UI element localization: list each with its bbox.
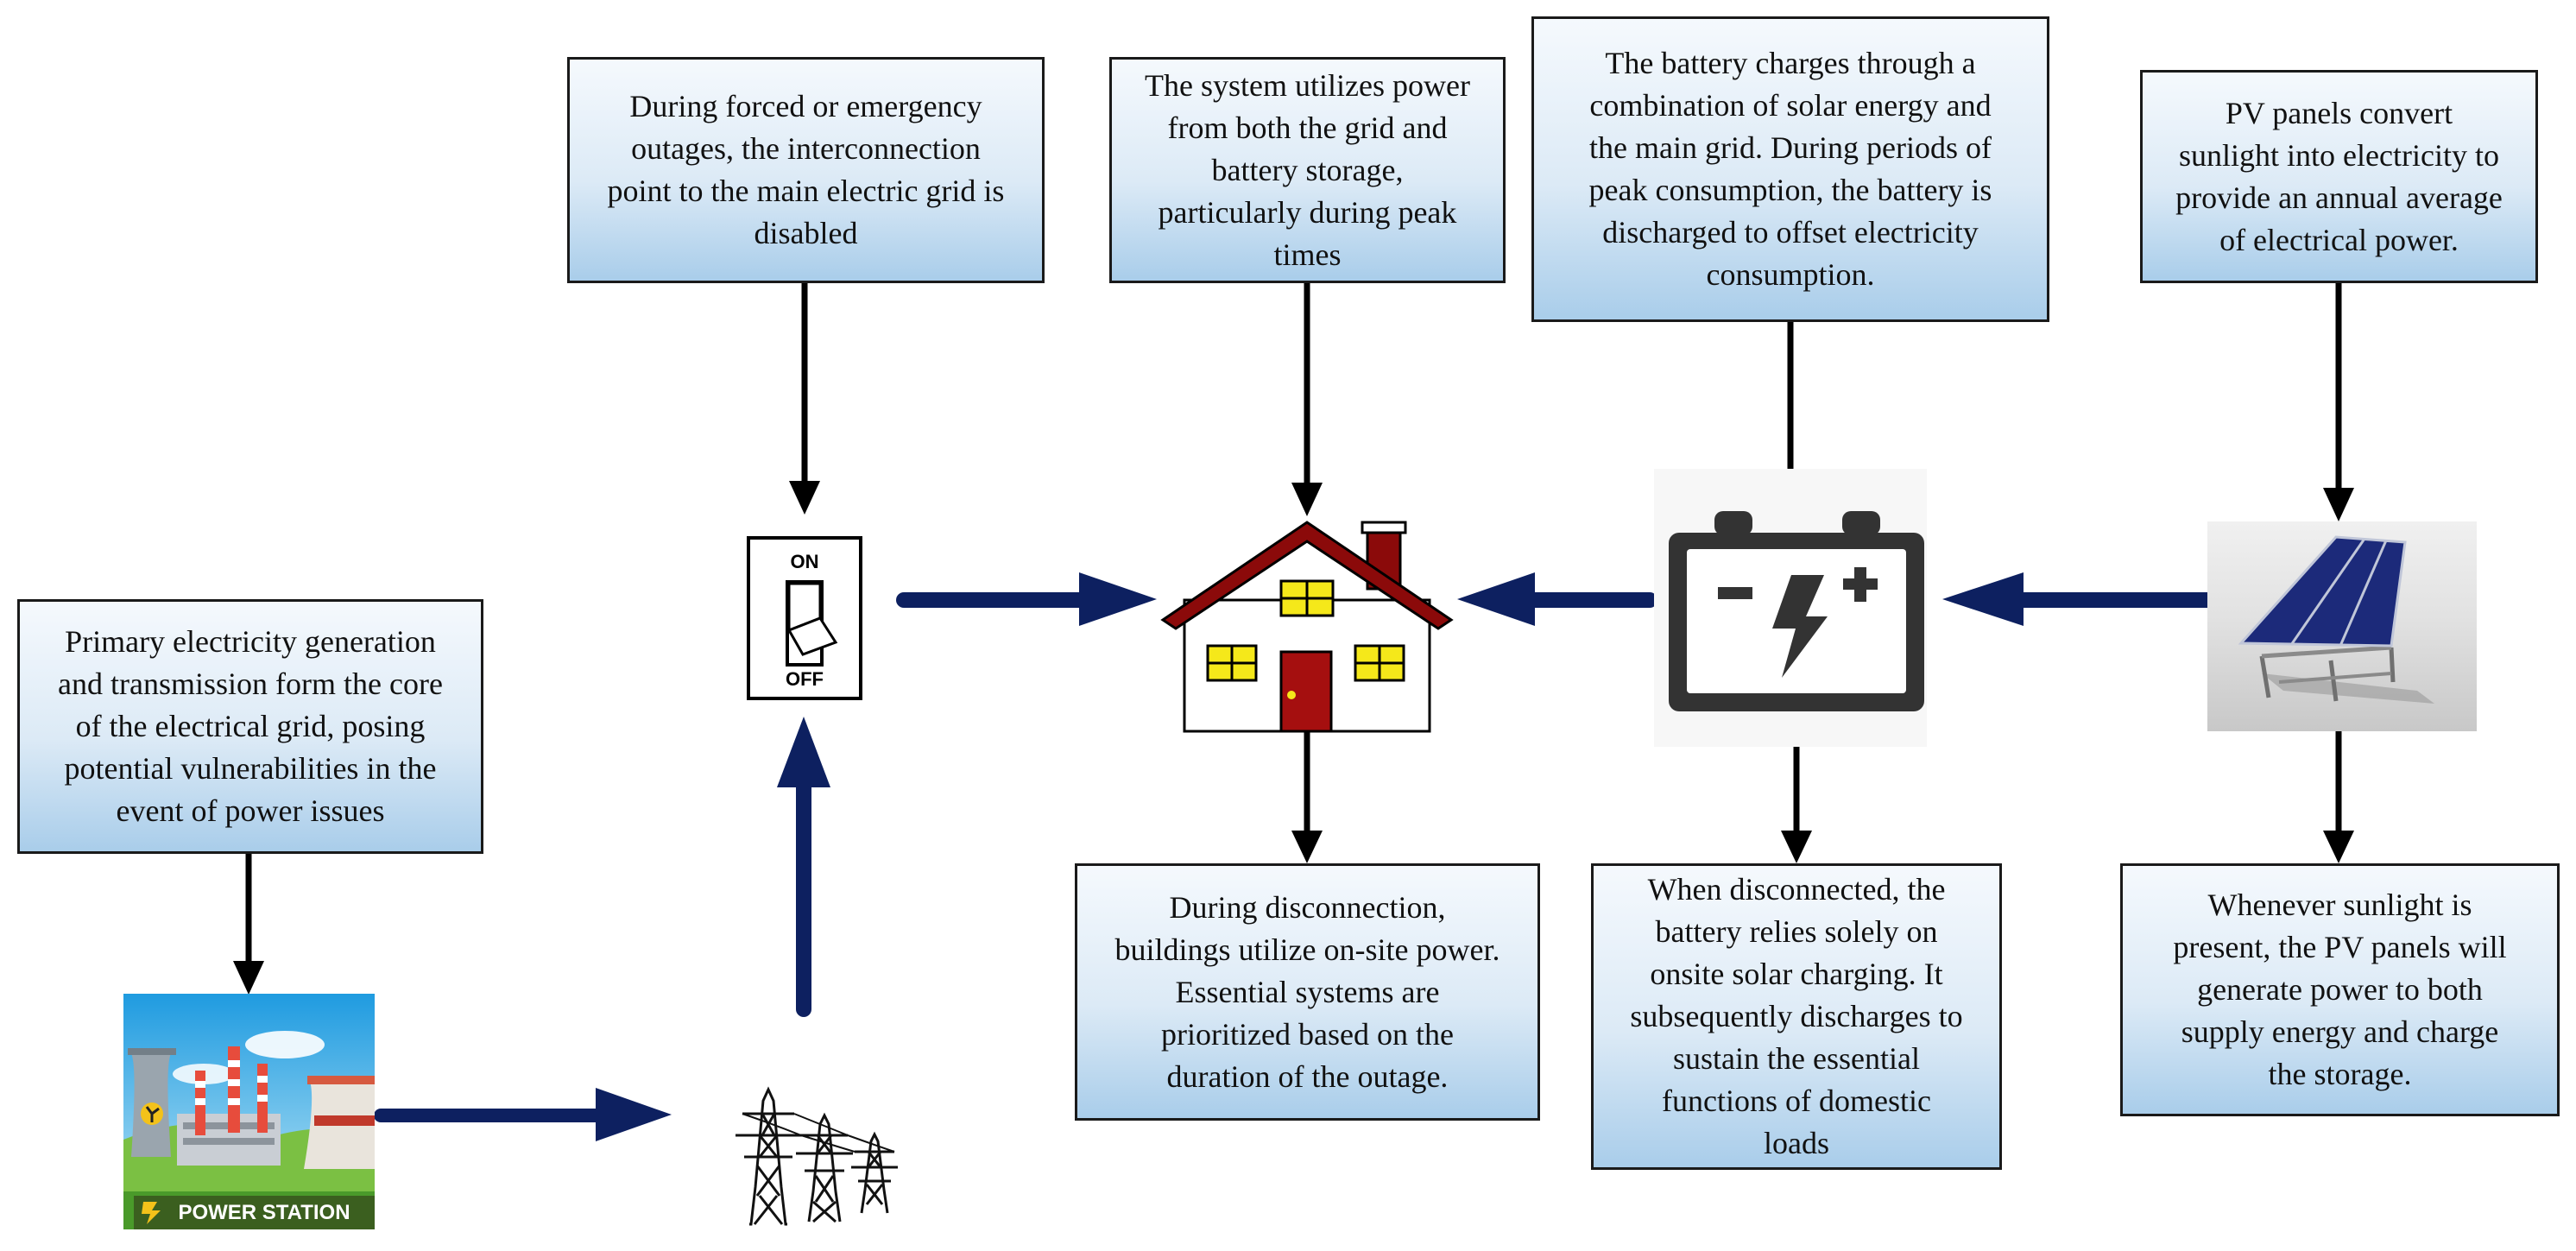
battery-charge-box: The battery charges through a combinatio… [1531,16,2049,322]
switch-on-label: ON [791,551,819,572]
solar-panel-icon [2207,521,2477,731]
house-window-right [1354,644,1405,682]
pointer-outage-to-switch [789,283,820,515]
flow-switch-to-house [896,572,1157,626]
tower-small [851,1131,898,1214]
battery-icon [1654,469,1927,747]
pointer-system-to-house [1291,283,1323,516]
pointer-panel-to-sunlight [2323,731,2354,863]
pointer-pv-to-panel [2323,283,2354,521]
disconnection-text: During disconnection, buildings utilize … [1114,889,1500,1094]
tower-medium [796,1112,853,1223]
battery-disconnected-text: When disconnected, the battery relies so… [1630,872,1963,1160]
pv-convert-text: PV panels convert sunlight into electric… [2175,95,2503,257]
pointer-house-to-disconnection [1291,731,1323,863]
grid-generation-text: Primary electricity generation and trans… [58,624,443,828]
power-station-icon: POWER STATION [123,994,375,1229]
sunlight-text: Whenever sunlight is present, the PV pan… [2173,888,2507,1091]
power-lines [742,1113,895,1153]
tower-large [736,1086,801,1226]
flow-towers-to-switch [777,717,830,1017]
pointer-grid-to-station [233,854,264,995]
system-power-text: The system utilizes power from both the … [1145,67,1470,272]
flow-arrows [374,572,2215,1141]
switch-off-label: OFF [786,668,824,690]
flow-battery-to-house [1457,572,1657,626]
grid-generation-box: Primary electricity generation and trans… [17,599,483,854]
house-window-left [1206,644,1258,682]
battery-disconnected-box: When disconnected, the battery relies so… [1591,863,2002,1170]
system-power-box: The system utilizes power from both the … [1109,57,1506,283]
outage-box: During forced or emergency outages, the … [567,57,1045,283]
sunlight-box: Whenever sunlight is present, the PV pan… [2120,863,2560,1116]
house-icon [1160,521,1454,733]
outage-text: During forced or emergency outages, the … [607,89,1005,250]
flow-station-to-towers [374,1088,672,1141]
pv-convert-box: PV panels convert sunlight into electric… [2140,70,2538,283]
pointer-battery-to-disconnected [1781,730,1812,863]
power-station-label: POWER STATION [178,1201,350,1224]
house-door [1279,650,1333,733]
house-window-top [1279,579,1335,617]
pointer-arrows [233,283,2354,995]
flow-panel-to-battery [1942,572,2215,626]
grid-switch: ON OFF [747,536,862,700]
transmission-towers-icon [736,1086,898,1226]
battery-charge-text: The battery charges through a combinatio… [1588,46,1992,292]
disconnection-box: During disconnection, buildings utilize … [1075,863,1540,1121]
